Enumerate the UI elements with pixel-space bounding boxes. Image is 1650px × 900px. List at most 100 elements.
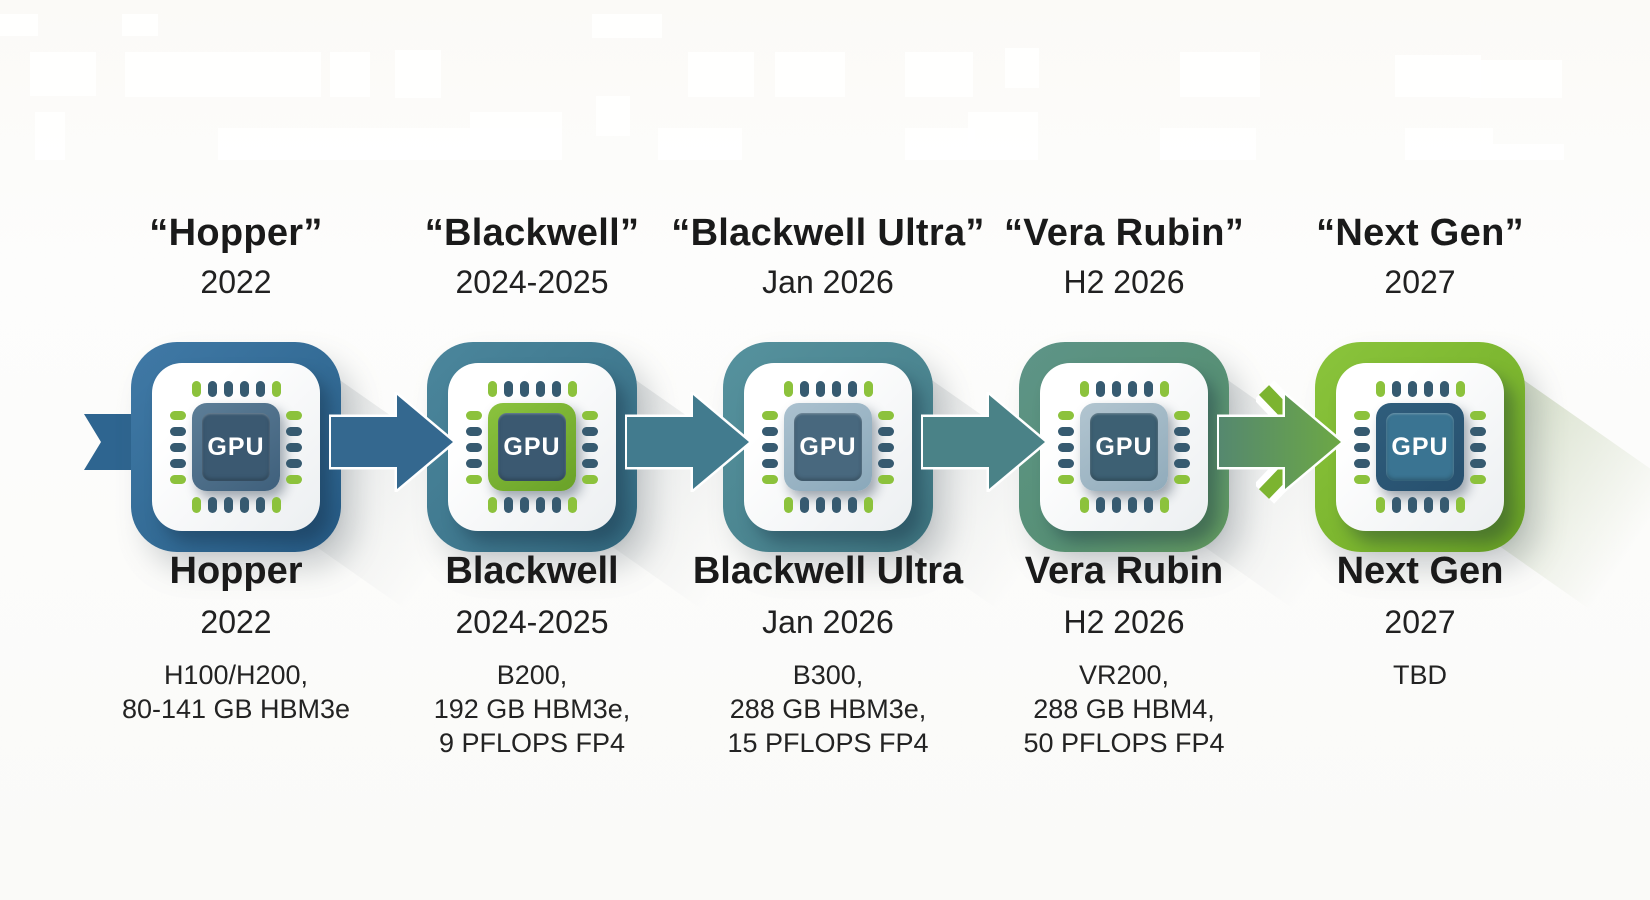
generation-name: Next Gen [1336,550,1504,592]
spec-line: TBD [1393,660,1447,690]
chip-pin [1439,497,1449,513]
chip-pin [466,474,482,484]
chip-pin [207,381,217,397]
gpu-chip-icon: GPU [466,381,598,513]
column-title-date: 2022 [200,264,272,300]
watermark-block [775,52,845,97]
watermark-block [658,128,742,160]
chip-pin [878,442,894,452]
chip-pins-top [1375,381,1465,397]
gpu-tile-inner: GPU [448,363,616,531]
chip-pin [223,497,233,513]
chip-pin [466,426,482,436]
chip-pin [863,497,873,513]
chip-pin [286,458,302,468]
chip-pins-bottom [1375,497,1465,513]
chip-pin [551,497,561,513]
watermark-block [1005,48,1039,88]
gpu-tile-inner: GPU [1040,363,1208,531]
chip-pin [863,381,873,397]
watermark-block [125,52,321,97]
column-details: Next Gen 2027 TBD [1240,550,1600,692]
chip-pin [170,442,186,452]
chip-pin [466,458,482,468]
chip-pins-top [1079,381,1169,397]
chip-pin [170,458,186,468]
chip-pin [170,410,186,420]
chip-pin [271,497,281,513]
chip-pin [847,497,857,513]
chip-pin [567,497,577,513]
column-title-date: 2024-2025 [455,264,609,300]
generation-specs: B200, 192 GB HBM3e, 9 PFLOPS FP4 [352,658,712,760]
gpu-chip-body: GPU [192,403,280,491]
watermark-block [35,112,65,160]
chip-pin [170,426,186,436]
chip-pin [519,381,529,397]
gpu-chip-core: GPU [498,413,566,481]
chip-pin [503,381,513,397]
chip-pin [878,474,894,484]
column-title: “Blackwell” [424,212,640,254]
chip-pin [239,497,249,513]
watermark-block [1460,144,1564,160]
gpu-chip-icon: GPU [170,381,302,513]
chip-pin [170,474,186,484]
generation-name: Vera Rubin [1024,550,1224,592]
watermark-block [30,52,96,96]
gpu-tile-inner: GPU [1336,363,1504,531]
gpu-tile: GPU [427,342,637,552]
chip-pins-left [466,410,482,484]
chip-pins-bottom [191,497,281,513]
generation-name: Blackwell [445,550,619,592]
chip-pin [1407,381,1417,397]
generation-specs: TBD [1240,658,1600,692]
chip-pin [191,497,201,513]
watermark-block [122,14,158,36]
chip-pin [191,381,201,397]
watermark-block [905,52,973,97]
gpu-chip-body: GPU [1376,403,1464,491]
chip-pin [1058,458,1074,468]
chip-pin [1058,442,1074,452]
spec-line: 288 GB HBM3e, [729,694,927,724]
chip-pins-left [1354,410,1370,484]
chip-pin [762,458,778,468]
chip-pin [567,381,577,397]
watermark-block [968,112,1038,160]
spec-line: B300, [792,660,864,690]
gpu-chip-icon: GPU [1354,381,1486,513]
chip-pin [1455,497,1465,513]
chip-pin [799,497,809,513]
chip-pin [1354,410,1370,420]
flow-arrow-4 [1217,392,1343,492]
spec-line: 192 GB HBM3e, [433,694,631,724]
chip-pins-top [487,381,577,397]
column-header: “Next Gen” 2027 [1240,212,1600,301]
chip-pin [1143,381,1153,397]
generation-name: Blackwell Ultra [692,550,964,592]
chip-pin [815,497,825,513]
watermark-block [905,128,975,160]
chip-pin [783,497,793,513]
chip-pin [223,381,233,397]
column-details: Hopper 2022 H100/H200, 80-141 GB HBM3e [56,550,416,726]
column-details: Blackwell Ultra Jan 2026 B300, 288 GB HB… [648,550,1008,760]
chip-pin [239,381,249,397]
column-title-date: Jan 2026 [762,264,894,300]
chip-pin [1423,497,1433,513]
chip-pin [582,426,598,436]
chip-pin [286,410,302,420]
chip-pin [1174,426,1190,436]
watermark-block [592,14,662,38]
watermark-block [1160,128,1256,160]
chip-pins-right [582,410,598,484]
chip-pins-left [1058,410,1074,484]
generation-date: 2022 [200,604,272,640]
gpu-chip-core: GPU [1386,413,1454,481]
chip-pin [1354,426,1370,436]
chip-pin [1174,442,1190,452]
column-header: “Blackwell” 2024-2025 [352,212,712,301]
chip-pin [1095,497,1105,513]
chip-pin [582,458,598,468]
